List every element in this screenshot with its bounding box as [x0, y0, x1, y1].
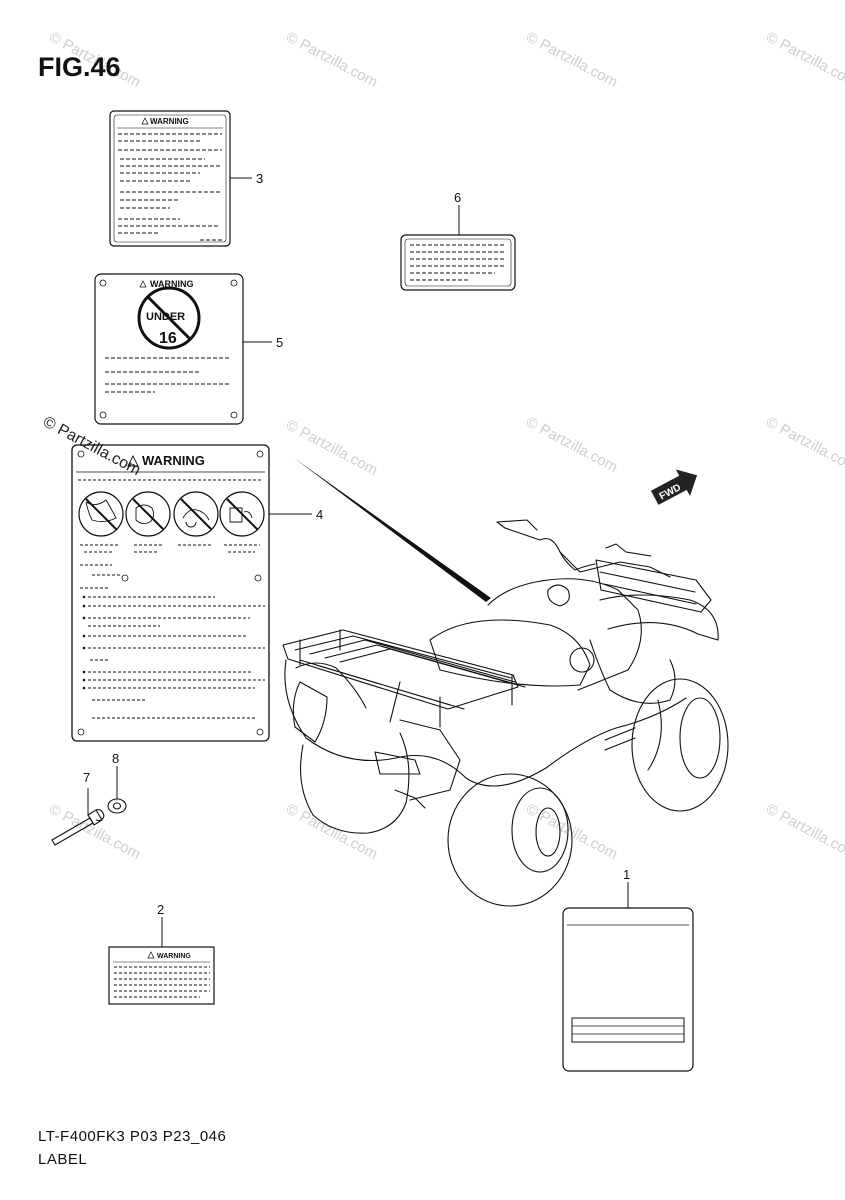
watermark-dark: © Partzilla.com [40, 414, 143, 480]
figure-name: LABEL [38, 1151, 88, 1168]
location-pointer [286, 452, 491, 602]
warning-heading: WARNING [150, 279, 194, 289]
figure-code: LT-F400FK3 P03 P23_046 [38, 1128, 227, 1145]
watermark: © Partzilla.com [523, 29, 620, 91]
pictogram-icon [78, 491, 124, 537]
warning-heading: WARNING [150, 117, 189, 126]
callout-7: 7 [83, 770, 90, 785]
label-1-info-plate [562, 907, 694, 1072]
label-3-warning-sheet: WARNING [109, 110, 231, 247]
under-text: UNDER [146, 311, 185, 323]
pictogram-row [78, 491, 265, 537]
part-8-washer [107, 798, 127, 814]
age-text: 16 [159, 330, 177, 347]
label-2-warning: WARNING [108, 946, 215, 1005]
prohibition-circle [137, 286, 201, 350]
rear-fender [284, 659, 687, 787]
callout-3: 3 [256, 171, 263, 186]
handlebar [504, 527, 671, 578]
part-7-bolt [51, 809, 105, 846]
warning-heading: WARNING [157, 953, 191, 960]
fwd-arrow-sticker: FWD [650, 469, 698, 505]
watermark: © Partzilla.com [763, 29, 845, 91]
callout-8: 8 [112, 751, 119, 766]
front-wheel [631, 678, 729, 812]
pictogram-icon [219, 491, 265, 537]
rear-wheel [300, 732, 410, 834]
callout-1: 1 [623, 867, 630, 882]
front-rack [595, 559, 712, 613]
watermark: © Partzilla.com [283, 29, 380, 91]
watermark: © Partzilla.com [283, 801, 380, 863]
watermark: © Partzilla.com [523, 414, 620, 476]
callout-4: 4 [316, 507, 323, 522]
watermark: © Partzilla.com [763, 801, 845, 863]
label-6-plate [400, 234, 516, 291]
seat [429, 619, 591, 687]
callout-5: 5 [276, 335, 283, 350]
rear-rack [282, 629, 519, 710]
watermark: © Partzilla.com [763, 414, 845, 476]
rear-wheel [447, 773, 573, 907]
warning-heading: WARNING [142, 453, 205, 468]
watermark: © Partzilla.com [283, 417, 380, 479]
label-5-under-16: WARNING UNDER 16 [94, 273, 244, 425]
front-fender [599, 594, 719, 641]
pictogram-icon [125, 491, 171, 537]
watermark-layer: © Partzilla.com © Partzilla.com © Partzi… [40, 29, 845, 863]
atv-drawing [282, 519, 729, 907]
pictogram-icon [173, 491, 219, 537]
callout-6: 6 [454, 190, 461, 205]
watermark: © Partzilla.com [46, 801, 143, 863]
callout-2: 2 [157, 902, 164, 917]
label-4-large-warning: WARNING [71, 444, 270, 742]
figure-title: FIG.46 [38, 52, 121, 82]
